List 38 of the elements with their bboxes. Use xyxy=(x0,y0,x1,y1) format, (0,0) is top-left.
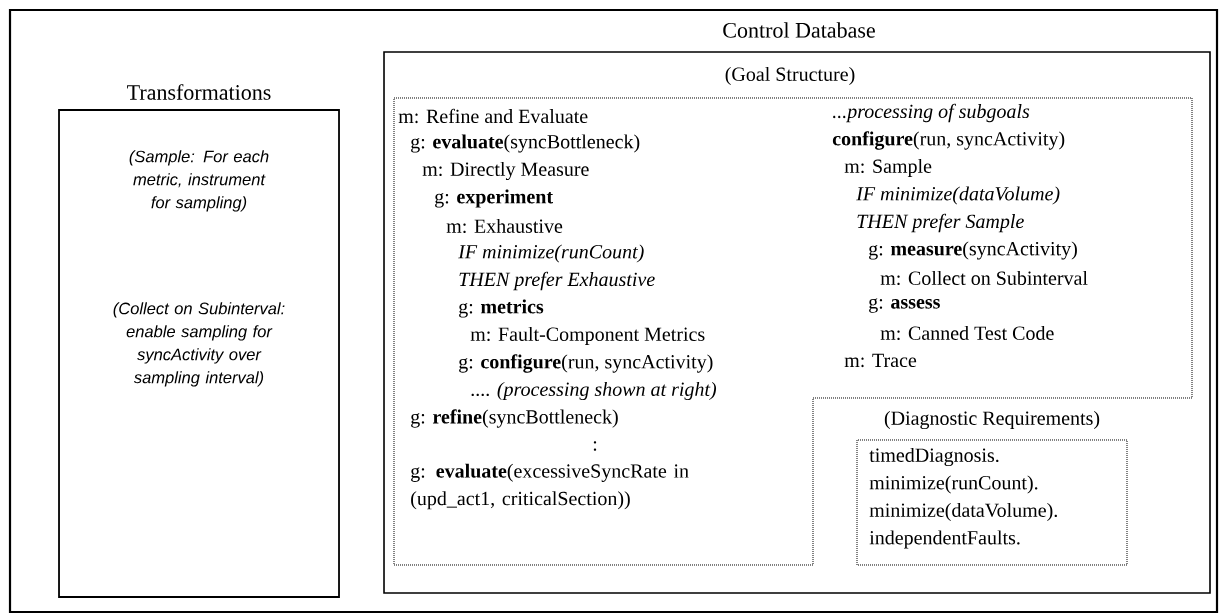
goal-tree-line: m: Sample xyxy=(844,158,932,178)
region-heading: (Goal Structure) xyxy=(725,66,855,86)
requirement-line: minimize(runCount). xyxy=(869,475,1038,494)
goal-tree-line: g: experiment xyxy=(435,189,553,208)
requirement-line: minimize(dataVolume). xyxy=(869,502,1057,522)
requirement-line: timedDiagnosis. xyxy=(869,447,999,467)
goal-tree-line: g: metrics xyxy=(459,299,544,318)
goal-tree-line: m: Exhaustive xyxy=(446,218,563,234)
goal-tree-line: g: refine(syncBottleneck) xyxy=(411,409,618,428)
goal-tree-line: g: assess xyxy=(869,298,940,313)
requirement-line: independentFaults. xyxy=(869,530,1020,549)
goal-tree-line: m: Fault-Component Metrics xyxy=(470,326,705,346)
box-heading: Transformations xyxy=(127,84,271,100)
goal-tree-line: IF minimize(runCount) xyxy=(458,244,644,263)
transformation-box xyxy=(58,84,340,598)
goal-tree-line: g: evaluate(excessiveSyncRate in (upd_act1, criticalSection)) xyxy=(411,463,689,510)
goal-tree-line: g: evaluate(syncBottleneck) xyxy=(411,134,640,153)
goal-tree-line: m: Collect on Subinterval xyxy=(880,270,1088,286)
database-box xyxy=(383,22,1211,594)
goal-tree-line: ...processing of subgoals xyxy=(833,103,1030,123)
goal-tree-line: configure(run, syncActivity) xyxy=(832,131,1065,150)
requirements-box xyxy=(856,410,1128,566)
goal-tree-line: THEN prefer Exhaustive xyxy=(459,271,655,291)
goal-tree-line: IF minimize(dataVolume) xyxy=(856,186,1060,205)
rule-note: (Sample: For each metric, instrument for sampling) xyxy=(129,150,269,212)
goal-tree-line: m: Refine and Evaluate xyxy=(398,108,588,124)
rule-note: (Collect on Subinterval: enable sampling for syncActivity over sampling interval) xyxy=(113,302,285,387)
box-heading: Control Database xyxy=(723,22,875,38)
goal-tree-line: .... (processing shown at right) xyxy=(471,381,717,401)
goal-tree-line: m: Directly Measure xyxy=(422,161,589,181)
goal-tree-line: m: Trace xyxy=(844,353,917,368)
ellipsis-mark: : xyxy=(593,441,597,451)
goal-tree-line: g: configure(run, syncActivity) xyxy=(459,354,713,373)
goal-tree-line: g: measure(syncActivity) xyxy=(869,241,1077,260)
goal-structure-region xyxy=(393,66,1193,566)
goal-tree-line: m: Canned Test Code xyxy=(880,325,1054,341)
box-heading: (Diagnostic Requirements) xyxy=(884,410,1100,430)
goal-tree-line: THEN prefer Sample xyxy=(857,213,1024,233)
